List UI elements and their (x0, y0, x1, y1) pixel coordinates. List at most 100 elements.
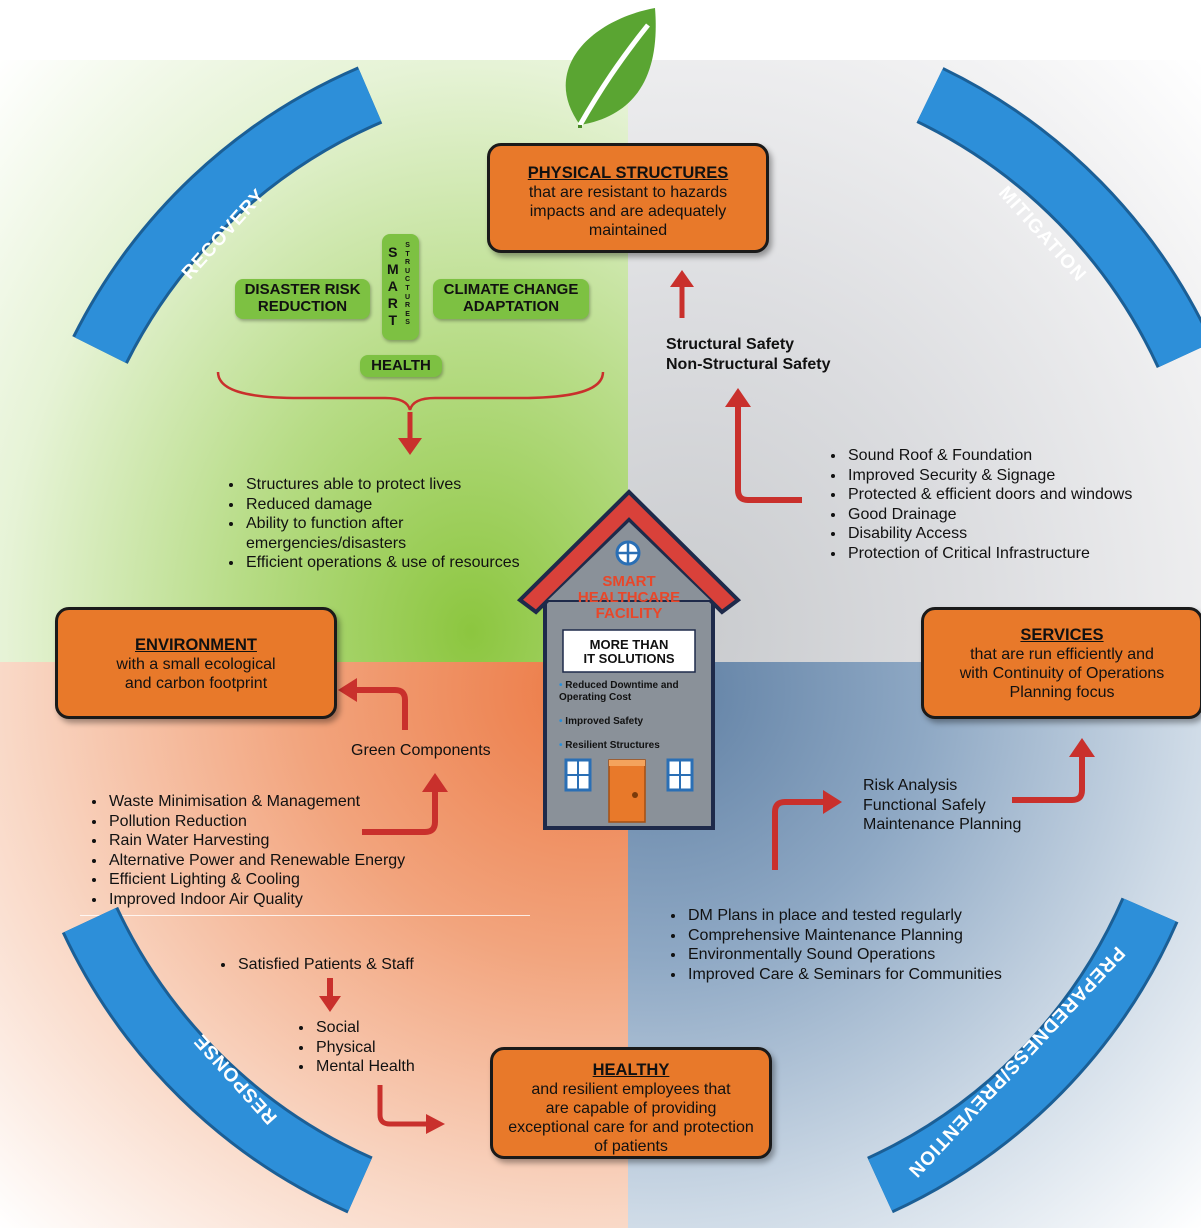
list-item: Structures able to protect lives (244, 475, 574, 495)
services-title: SERVICES (1020, 626, 1104, 644)
maintenance-planning: Maintenance Planning (863, 816, 1022, 833)
structures-letter: T (405, 284, 410, 292)
door-icon (608, 759, 646, 823)
list-item: Alternative Power and Renewable Energy (107, 851, 467, 871)
smart-letter-a: A (387, 278, 398, 294)
green-components-arrow (362, 790, 438, 835)
green-components-label: Green Components (351, 742, 491, 759)
healthcare-facility-house (516, 489, 742, 830)
healthy-arrow (377, 1085, 428, 1127)
list-item: Pollution Reduction (107, 812, 467, 832)
healthy-box: HEALTHY and resilient employees that are… (490, 1047, 772, 1159)
list-item: Mental Health (314, 1057, 464, 1077)
structures-letter: S (405, 242, 410, 249)
structures-letters: S T R U C T U R E S (405, 242, 410, 328)
non-structural-safety: Non-Structural Safety (666, 355, 831, 373)
list-item: Social (314, 1018, 464, 1038)
physical-structures-box: PHYSICAL STRUCTURES that are resistant t… (487, 143, 769, 253)
house-bullet-2: • Improved Safety (559, 716, 644, 727)
structural-safety: Structural Safety (666, 336, 795, 353)
preparedness-list: DM Plans in place and tested regularly C… (668, 906, 1056, 984)
health-box: HEALTH (360, 355, 442, 377)
house-bullet-3: • Resilient Structures (559, 740, 660, 751)
services-arrow (1012, 755, 1085, 803)
physical-structures-line1: that are resistant to hazards (528, 184, 728, 201)
healthy-line4: of patients (594, 1138, 668, 1155)
list-item: Waste Minimisation & Management (107, 792, 467, 812)
services-line3: Planning focus (1009, 684, 1115, 701)
environment-arrow (355, 687, 408, 730)
house-bullet-1: • Reduced Downtime and Operating Cost (559, 680, 679, 703)
list-item: Comprehensive Maintenance Planning (686, 926, 1056, 946)
smart-letter-s: S (388, 244, 398, 260)
structures-letter: T (405, 250, 410, 258)
healthy-line2: are capable of providing (545, 1100, 717, 1117)
physical-structures-line3: maintained (588, 222, 668, 239)
leaf-icon (565, 8, 656, 128)
house-subtitle-line2: IT SOLUTIONS (583, 651, 675, 666)
list-item: Protected & efficient doors and windows (846, 485, 1186, 505)
risk-analysis: Risk Analysis (863, 777, 958, 794)
functional-safely: Functional Safely (863, 796, 986, 814)
list-item: Rain Water Harvesting (107, 831, 467, 851)
house-title-line3: FACILITY (595, 605, 663, 622)
smart-letters: S M A R T (387, 244, 399, 329)
environment-box: ENVIRONMENT with a small ecological and … (55, 607, 337, 719)
list-item: Physical (314, 1038, 464, 1058)
mitigation-path-arrow (735, 405, 802, 503)
list-item: Disability Access (846, 524, 1186, 544)
drr-line1: DISASTER RISK (244, 281, 361, 298)
response-top-list: Satisfied Patients & Staff (218, 955, 466, 975)
disaster-risk-reduction-box: DISASTER RISK REDUCTION (235, 279, 370, 319)
list-item: Improved Indoor Air Quality (107, 890, 467, 910)
recovery-outcomes-list: Structures able to protect lives Reduced… (226, 475, 574, 573)
response-list: Social Physical Mental Health (296, 1018, 464, 1077)
services-box: SERVICES that are run efficiently and wi… (921, 607, 1201, 719)
list-item: Improved Care & Seminars for Communities (686, 965, 1056, 985)
safety-text: Structural Safety Non-Structural Safety (666, 335, 830, 374)
risk-text: Risk Analysis Functional Safely Maintena… (863, 776, 1021, 835)
healthy-title: HEALTHY (592, 1061, 670, 1079)
list-item: Improved Security & Signage (846, 466, 1186, 486)
drr-line2: REDUCTION (257, 298, 348, 315)
environment-line1: with a small ecological (116, 656, 276, 673)
structures-letter: R (405, 259, 411, 267)
list-item: Environmentally Sound Operations (686, 945, 1056, 965)
house-title: SMART HEALTHCARE FACILITY (548, 574, 710, 622)
smart-letter-m: M (387, 261, 399, 277)
house-subtitle-line1: MORE THAN (589, 637, 669, 652)
climate-change-adaptation-box: CLIMATE CHANGE ADAPTATION (433, 279, 589, 319)
list-item: Reduced damage (244, 495, 574, 515)
cca-line2: ADAPTATION (462, 298, 560, 315)
smart-letter-t: T (388, 312, 398, 328)
smart-structures-box: S M A R T S T R U C T U R E S (382, 234, 419, 340)
structures-letter: C (405, 276, 411, 284)
structures-letter: U (405, 267, 411, 275)
house-subtitle: MORE THAN IT SOLUTIONS (563, 638, 695, 666)
list-item: Satisfied Patients & Staff (236, 955, 466, 975)
list-item: Ability to function after emergencies/di… (244, 514, 436, 553)
physical-structures-line2: impacts and are adequately (529, 203, 727, 220)
list-item: Efficient operations & use of resources (244, 553, 574, 573)
healthy-line1: and resilient employees that (531, 1081, 731, 1098)
environment-list: Waste Minimisation & Management Pollutio… (89, 792, 467, 909)
physical-structures-title: PHYSICAL STRUCTURES (527, 164, 729, 182)
divider-line (80, 915, 530, 916)
list-item: Protection of Critical Infrastructure (846, 544, 1186, 564)
health-label: HEALTH (371, 357, 431, 374)
healthy-line3: exceptional care for and protection (508, 1119, 754, 1136)
structures-letter: U (405, 293, 411, 301)
environment-line2: and carbon footprint (124, 675, 268, 692)
house-title-line1: SMART (602, 573, 656, 590)
environment-title: ENVIRONMENT (135, 636, 257, 654)
risk-arrow (772, 799, 825, 870)
list-item: Sound Roof & Foundation (846, 446, 1186, 466)
list-item: DM Plans in place and tested regularly (686, 906, 1056, 926)
smart-letter-r: R (387, 295, 398, 311)
brace (216, 371, 605, 411)
structures-letter: R (405, 302, 411, 310)
structures-letter: S (405, 319, 410, 327)
cca-line1: CLIMATE CHANGE (443, 281, 579, 298)
mitigation-list: Sound Roof & Foundation Improved Securit… (828, 446, 1186, 563)
list-item: Efficient Lighting & Cooling (107, 870, 467, 890)
